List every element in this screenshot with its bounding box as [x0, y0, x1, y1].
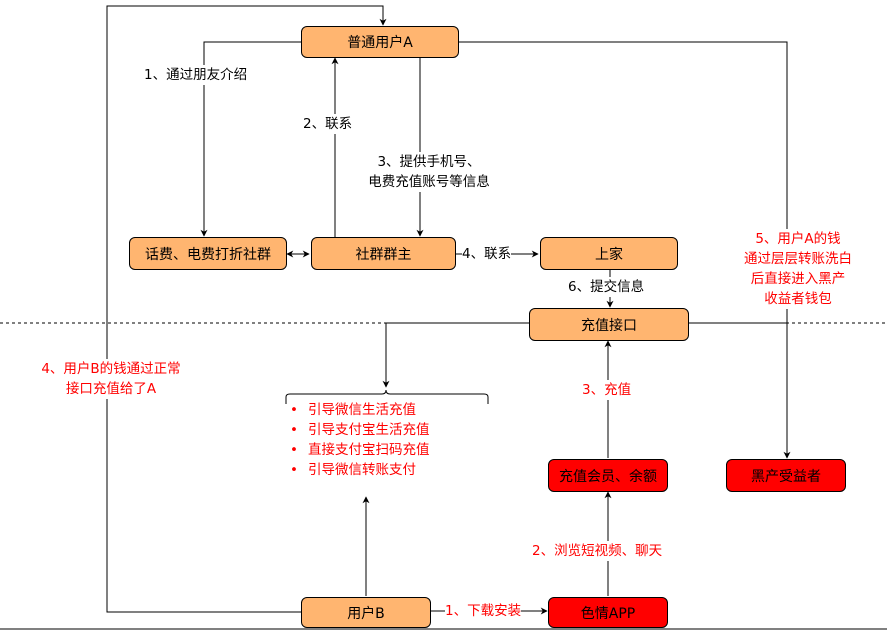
list-bracket	[285, 389, 489, 404]
node-user-b: 用户B	[301, 597, 431, 628]
label-browse: 2、浏览短视频、聊天	[532, 541, 663, 561]
label-submit-info: 6、提交信息	[568, 277, 645, 297]
list-item: 直接支付宝扫码充值	[286, 440, 486, 460]
node-upstream: 上家	[540, 237, 678, 270]
label-launder-line2: 通过层层转账洗白	[744, 251, 852, 267]
label-provide-info-line2: 电费充值账号等信息	[368, 174, 490, 190]
label-provide-info: 3、提供手机号、 电费充值账号等信息	[355, 152, 503, 192]
label-contact-upstream: 4、联系	[462, 244, 512, 264]
label-launder-line3: 后直接进入黑产	[750, 271, 846, 287]
label-launder: 5、用户A的钱 通过层层转账洗白 后直接进入黑产 收益者钱包	[720, 229, 876, 309]
guide-list: 引导微信生活充值 引导支付宝生活充值 直接支付宝扫码充值 引导微信转账支付	[286, 400, 486, 480]
node-recharge-api: 充值接口	[529, 308, 689, 341]
edge-api-to-list	[382, 322, 529, 388]
node-discount-group: 话费、电费打折社群	[129, 237, 287, 270]
label-provide-info-line1: 3、提供手机号、	[377, 154, 481, 170]
node-porn-app: 色情APP	[548, 597, 668, 628]
label-recharge: 3、充值	[582, 380, 632, 400]
list-item: 引导支付宝生活充值	[286, 420, 486, 440]
label-via-friend: 1、通过朋友介绍	[144, 65, 248, 85]
node-recharge-member: 充值会员、余额	[548, 459, 668, 492]
edge-userb-to-usera	[106, 5, 387, 613]
label-user-b-money-line1: 4、用户B的钱通过正常	[41, 361, 181, 377]
label-contact: 2、联系	[303, 114, 353, 134]
node-user-a: 普通用户A	[301, 26, 459, 58]
label-user-b-money-line2: 接口充值给了A	[65, 381, 157, 397]
label-launder-line1: 5、用户A的钱	[755, 231, 841, 247]
label-download: 1、下载安装	[445, 601, 522, 621]
label-launder-line4: 收益者钱包	[764, 291, 832, 307]
edge-usera-to-group	[200, 41, 301, 237]
edge-usera-to-black	[459, 41, 791, 459]
node-group-owner: 社群群主	[311, 237, 456, 270]
list-item: 引导微信转账支付	[286, 460, 486, 480]
node-black-beneficiary: 黑产受益者	[726, 459, 846, 492]
label-user-b-money: 4、用户B的钱通过正常 接口充值给了A	[20, 359, 202, 399]
list-item: 引导微信生活充值	[286, 400, 486, 420]
